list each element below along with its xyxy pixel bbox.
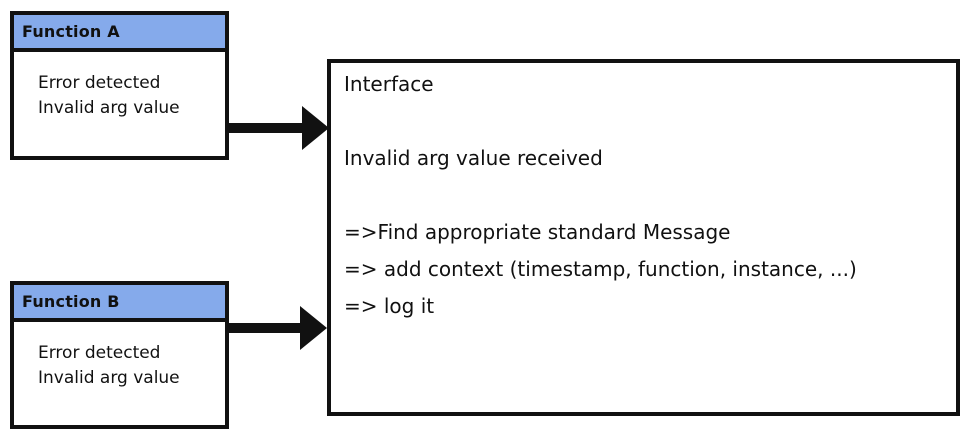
- function-a-body-line: Error detected: [38, 73, 161, 93]
- function-a-title: Function A: [22, 22, 120, 41]
- arrow-b-to-interface-icon: [227, 306, 327, 350]
- interface-spacer: [344, 177, 946, 214]
- function-b-body-line: Error detected: [38, 343, 161, 363]
- function-b-header: Function B: [14, 285, 225, 322]
- interface-box: Interface Invalid arg value received =>F…: [327, 59, 960, 416]
- interface-title: Interface: [344, 72, 434, 96]
- interface-step: => add context (timestamp, function, ins…: [344, 257, 857, 281]
- interface-step: =>Find appropriate standard Message: [344, 220, 731, 244]
- function-b-title: Function B: [22, 292, 120, 311]
- arrow-a-to-interface-icon: [229, 106, 329, 150]
- function-a-body-line: Invalid arg value: [38, 98, 180, 118]
- function-a-header: Function A: [14, 15, 225, 52]
- function-a-body: Error detected Invalid arg value: [14, 52, 225, 121]
- interface-step: => log it: [344, 294, 435, 318]
- function-b-box: Function B Error detected Invalid arg va…: [10, 281, 229, 429]
- interface-message: Invalid arg value received: [344, 146, 603, 170]
- interface-spacer: [344, 103, 946, 140]
- function-a-box: Function A Error detected Invalid arg va…: [10, 11, 229, 160]
- function-b-body-line: Invalid arg value: [38, 368, 180, 388]
- function-b-body: Error detected Invalid arg value: [14, 322, 225, 391]
